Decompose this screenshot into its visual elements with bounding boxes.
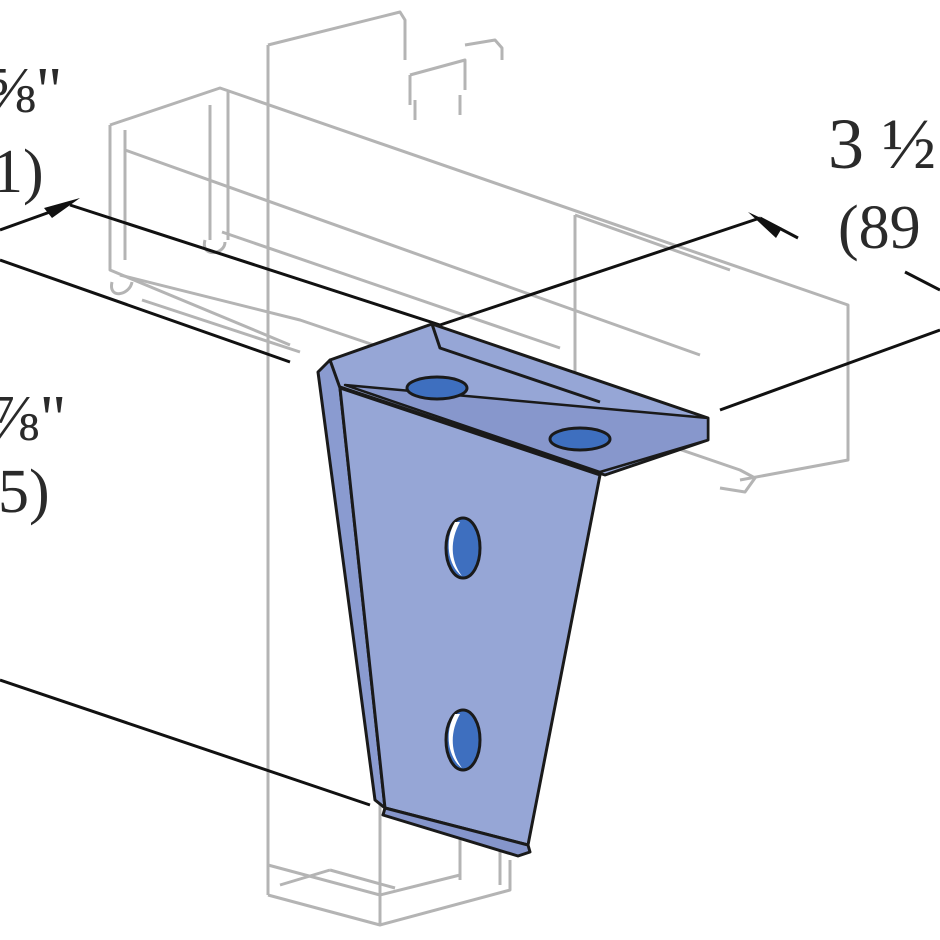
dim-left-imperial: ⅞": [0, 382, 66, 455]
dimension-arrows: [44, 198, 782, 238]
dimension-lines: [0, 203, 940, 807]
vertical-channel-slot: [413, 95, 462, 120]
vertical-channel-bottom: [267, 820, 502, 897]
dimension-labels: ⅝" 1) 3 ½ (89 ⅞" 5): [0, 54, 936, 526]
vertical-channel-lip-right: [464, 38, 504, 60]
horizontal-channel-lip: [123, 92, 230, 260]
dim-line-top-right-lower: [719, 328, 940, 412]
arrow-top-right-icon: [748, 212, 782, 238]
vertical-channel-outline: [266, 10, 512, 927]
gusset-bracket: [316, 322, 710, 858]
plate-hole-upper-shadow: [448, 522, 462, 576]
arrow-top-left-icon: [44, 198, 80, 218]
bracket-top-flange-edge: [343, 383, 710, 474]
bracket-bottom-edge: [381, 806, 532, 858]
dim-line-top-right-short: [904, 270, 940, 292]
dim-line-top-left-extension: [69, 203, 441, 327]
horizontal-channel-slot-top: [119, 273, 757, 494]
dim-top-left-imperial: ⅝": [0, 54, 62, 127]
strut-channel: [108, 10, 850, 927]
dim-line-top-left-lower: [0, 258, 291, 364]
horizontal-channel-inner-line: [141, 298, 301, 354]
bracket-crease: [430, 323, 601, 404]
dim-top-right-metric: (89: [838, 194, 921, 262]
plate-hole-lower-shadow: [448, 714, 462, 768]
top-flange-hole-left-icon: [405, 375, 469, 401]
bracket-holes: [405, 375, 612, 772]
horizontal-channel-inner: [124, 148, 701, 357]
bracket-vertical-edge: [316, 358, 387, 810]
dim-line-top-left-leader: [0, 210, 51, 232]
horizontal-channel-front: [108, 125, 291, 347]
horizontal-channel-top: [109, 86, 850, 482]
vertical-channel-bottom-lip: [279, 868, 396, 890]
dim-top-left-metric: 1): [0, 138, 44, 206]
dim-line-top-right-extension: [439, 216, 761, 327]
dim-left-metric: 5): [0, 458, 50, 526]
dim-line-left-bottom: [0, 678, 371, 807]
top-flange-hole-right-icon: [548, 426, 612, 452]
vertical-channel-lip-left: [408, 58, 467, 105]
dim-top-right-imperial: 3 ½: [828, 104, 936, 184]
